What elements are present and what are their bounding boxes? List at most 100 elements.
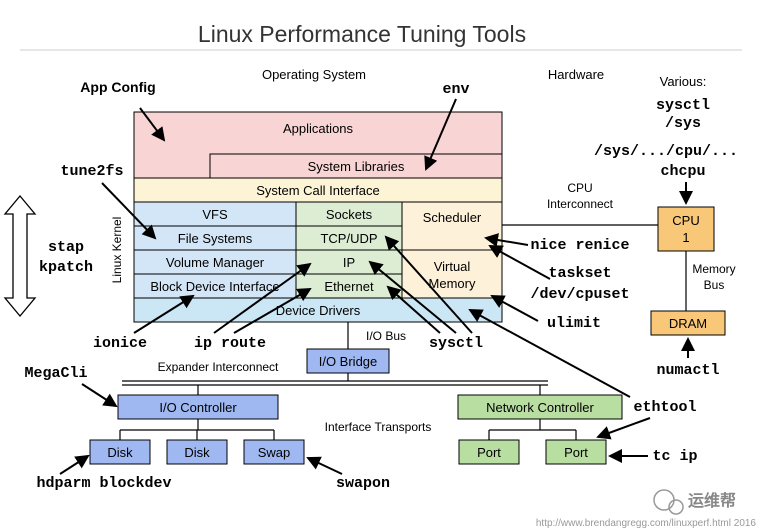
- scheduler-label: Scheduler: [423, 210, 482, 225]
- tune2fs-tool: tune2fs: [60, 163, 123, 180]
- virtual-memory-label-line2: Memory: [429, 276, 476, 291]
- device-drivers-label: Device Drivers: [276, 303, 361, 318]
- swap-label: Swap: [258, 445, 291, 460]
- device-drivers-layer: [133, 297, 503, 323]
- megacli-arrow: [81, 383, 118, 408]
- port-1-label: Port: [477, 445, 501, 460]
- io-controller-box: [117, 394, 279, 420]
- sys-tool: /sys: [665, 115, 701, 132]
- nice-renice-tool: nice renice: [530, 237, 629, 254]
- chat-bubble-icon: [653, 489, 675, 511]
- sysctl-hw-tool: sysctl: [656, 97, 710, 114]
- port-1-box: [458, 439, 520, 465]
- sysctl-ethernet-arrow: [386, 285, 441, 334]
- expander-interconnect-label: Expander Interconnect: [158, 360, 279, 374]
- ethernet-label: Ethernet: [324, 279, 374, 294]
- env-arrow: [424, 98, 457, 171]
- megacli-tool: MegaCli: [24, 365, 87, 382]
- port-2-label: Port: [564, 445, 588, 460]
- credit-url: http://www.brendangregg.com/linuxperf.ht…: [536, 518, 757, 529]
- io-bridge-box: [306, 348, 390, 374]
- disk-2-box: [166, 439, 228, 465]
- block-device-interface-label: Block Device Interface: [150, 279, 279, 294]
- network-controller-box: [457, 394, 623, 420]
- ip-route-ip-arrow: [213, 262, 312, 334]
- sysctl-ip-arrow: [368, 260, 457, 334]
- disk-1-box: [89, 439, 151, 465]
- tcp-udp-layer: [295, 225, 403, 251]
- various-header: Various:: [660, 74, 707, 89]
- volume-manager-layer: [133, 249, 297, 275]
- disk-2-label: Disk: [184, 445, 210, 460]
- applications-label: Applications: [283, 121, 354, 136]
- ip-route-tool: ip route: [194, 335, 266, 352]
- taskset-arrow: [488, 245, 551, 280]
- port-2-box: [545, 439, 607, 465]
- swap-box: [243, 439, 305, 465]
- ip-route-ethernet-arrow: [233, 287, 312, 334]
- hdparm-blockdev-tool: hdparm blockdev: [36, 475, 171, 492]
- operating-system-header: Operating System: [262, 67, 366, 82]
- ethernet-layer: [295, 273, 403, 299]
- swapon-arrow: [306, 456, 343, 475]
- watermark-text: 运维帮: [688, 491, 736, 510]
- cpu-label-line2: 1: [682, 230, 689, 245]
- kpatch-tool: kpatch: [39, 259, 93, 276]
- tune2fs-arrow: [101, 182, 157, 240]
- file-systems-label: File Systems: [178, 231, 253, 246]
- ethtool-port-arrow: [596, 417, 651, 440]
- ethtool-tool: ethtool: [633, 399, 696, 416]
- cpu-box: [657, 206, 715, 252]
- tc-ip-tool: tc ip: [652, 448, 697, 465]
- app-config-tool: App Config: [80, 79, 155, 95]
- ionice-tool: ionice: [93, 335, 147, 352]
- cpu-interconnect-label-line2: Interconnect: [547, 197, 614, 211]
- ip-label: IP: [343, 255, 355, 270]
- chcpu-tool: chcpu: [660, 163, 705, 180]
- app-config-arrow: [139, 107, 166, 142]
- io-controller-label: I/O Controller: [159, 400, 237, 415]
- dram-label: DRAM: [669, 316, 707, 331]
- chat-bubble-small-icon: [668, 499, 684, 515]
- cpu-interconnect-label-line1: CPU: [567, 181, 592, 195]
- hdparm-arrow: [59, 454, 90, 475]
- swapon-tool: swapon: [336, 475, 390, 492]
- hardware-header: Hardware: [548, 67, 604, 82]
- env-tool: env: [442, 81, 469, 98]
- ulimit-tool: ulimit: [547, 315, 601, 332]
- dram-box: [650, 310, 726, 336]
- dev-cpuset-tool: /dev/cpuset: [530, 286, 629, 303]
- tcp-udp-label: TCP/UDP: [320, 231, 377, 246]
- virtual-memory-label-line1: Virtual: [434, 259, 471, 274]
- io-bridge-label: I/O Bridge: [319, 354, 378, 369]
- kernel-span-double-arrow-icon: [3, 194, 37, 318]
- diagram-title: Linux Performance Tuning Tools: [198, 21, 526, 47]
- ulimit-arrow: [490, 295, 539, 322]
- disk-1-label: Disk: [107, 445, 133, 460]
- sysctl-os-tool: sysctl: [429, 335, 483, 352]
- ionice-arrow: [133, 294, 195, 334]
- vfs-label: VFS: [202, 207, 228, 222]
- nice-renice-arrow: [484, 233, 529, 247]
- stap-tool: stap: [48, 239, 84, 256]
- io-bus-label: I/O Bus: [366, 329, 406, 343]
- sysctl-tcp-arrow: [384, 235, 473, 334]
- ethtool-ethernet-arrow: [468, 309, 631, 398]
- linux-kernel-label: Linux Kernel: [110, 217, 124, 284]
- sockets-label: Sockets: [326, 207, 373, 222]
- memory-bus-label-line1: Memory: [692, 262, 735, 276]
- taskset-tool: taskset: [548, 265, 611, 282]
- ip-layer: [295, 249, 403, 275]
- cpu-label-line1: CPU: [672, 213, 699, 228]
- memory-bus-label-line2: Bus: [704, 278, 725, 292]
- volume-manager-label: Volume Manager: [166, 255, 265, 270]
- numactl-tool: numactl: [656, 362, 719, 379]
- interface-transports-label: Interface Transports: [325, 420, 432, 434]
- system-call-interface-label: System Call Interface: [256, 183, 380, 198]
- watermark-logo: 运维帮: [653, 489, 736, 515]
- sys-cpu-tool: /sys/.../cpu/...: [594, 143, 738, 160]
- network-controller-label: Network Controller: [486, 400, 594, 415]
- system-libraries-label: System Libraries: [308, 159, 405, 174]
- system-libraries-layer: [209, 153, 503, 179]
